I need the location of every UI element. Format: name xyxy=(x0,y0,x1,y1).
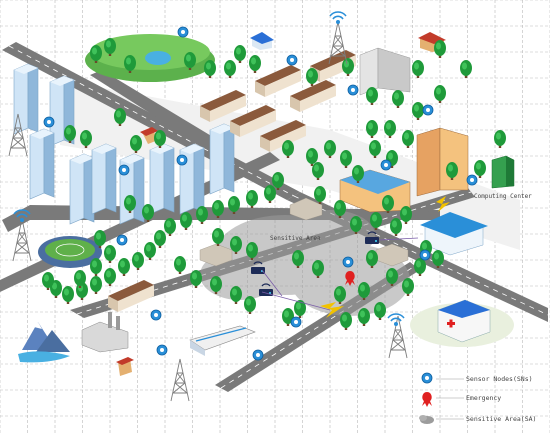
sensor-node-icon xyxy=(252,349,264,361)
tree-icon xyxy=(62,286,74,304)
tree-icon xyxy=(306,68,318,86)
tree-icon xyxy=(434,85,446,103)
tree-icon xyxy=(392,90,404,108)
legend: Sensor Nodes(SNs) Emergency Sensitive Ar… xyxy=(419,372,536,424)
tree-icon xyxy=(224,60,236,78)
tree-icon xyxy=(390,218,402,236)
tree-icon xyxy=(264,185,276,203)
legend-sensitive-area: Sensitive Area(SA) xyxy=(466,415,536,423)
sensor-node-icon xyxy=(290,316,302,328)
legend-emergency: Emergency xyxy=(466,394,501,402)
service-station xyxy=(420,212,488,256)
legend-sensor-icon xyxy=(421,372,433,384)
tree-icon xyxy=(164,218,176,236)
tree-icon xyxy=(414,258,426,276)
tree-icon xyxy=(132,252,144,270)
tree-icon xyxy=(412,102,424,120)
tree-icon xyxy=(90,258,102,276)
tree-icon xyxy=(474,160,486,178)
sensor-node-icon xyxy=(419,249,431,261)
tree-icon xyxy=(342,58,354,76)
tree-icon xyxy=(144,242,156,260)
tree-icon xyxy=(234,45,246,63)
tree-icon xyxy=(400,206,412,224)
computing-center-icon xyxy=(491,155,515,189)
tree-icon xyxy=(104,268,116,286)
sensor-node-icon xyxy=(286,54,298,66)
sensor-node-icon xyxy=(156,344,168,356)
tree-icon xyxy=(230,286,242,304)
tree-icon xyxy=(366,87,378,105)
sensor-node-icon xyxy=(118,164,130,176)
legend-sensor-nodes: Sensor Nodes(SNs) xyxy=(466,375,533,383)
tree-icon xyxy=(294,300,306,318)
tree-icon xyxy=(460,60,472,78)
sensor-node-icon xyxy=(150,309,162,321)
apartment-tower xyxy=(416,127,469,197)
tree-icon xyxy=(204,60,216,78)
tree-icon xyxy=(366,120,378,138)
sensor-node-icon xyxy=(176,154,188,166)
tree-icon xyxy=(174,256,186,274)
tree-icon xyxy=(358,308,370,326)
sensor-node-icon xyxy=(177,26,189,38)
factory-icon xyxy=(81,312,129,353)
tree-icon xyxy=(374,302,386,320)
tree-icon xyxy=(190,270,202,288)
tree-icon xyxy=(340,312,352,330)
sensor-node-icon xyxy=(347,84,359,96)
computing-center-label: Computing Center xyxy=(474,193,532,200)
network-links xyxy=(261,237,419,311)
tree-icon xyxy=(196,206,208,224)
office-building xyxy=(359,47,411,96)
tree-icon xyxy=(180,212,192,230)
stadium-icon xyxy=(38,236,102,268)
sensor-node-icon xyxy=(43,116,55,128)
tree-icon xyxy=(90,276,102,294)
sensor-node-icon xyxy=(380,159,392,171)
tree-icon xyxy=(434,40,446,58)
tree-icon xyxy=(154,230,166,248)
train-icon xyxy=(189,325,256,356)
legend-sensitive-area-icon xyxy=(419,415,434,424)
legend-emergency-icon xyxy=(422,392,432,407)
lightning-icon xyxy=(320,196,450,318)
sensor-node-icon xyxy=(116,234,128,246)
tree-icon xyxy=(494,130,506,148)
sensor-node-icon xyxy=(466,174,478,186)
tree-icon xyxy=(412,60,424,78)
tree-icon xyxy=(249,55,261,73)
sensor-node-icon xyxy=(342,256,354,268)
mountain-icon xyxy=(18,322,70,363)
sensor-node-icon xyxy=(422,104,434,116)
tree-icon xyxy=(244,296,256,314)
tree-icon xyxy=(384,120,396,138)
tree-icon xyxy=(118,258,130,276)
park-icon xyxy=(85,34,215,82)
sensitive-area-buildings xyxy=(199,197,409,267)
sensitive-area-label: Sensitive Area xyxy=(270,235,321,242)
hospital-icon xyxy=(410,299,514,347)
